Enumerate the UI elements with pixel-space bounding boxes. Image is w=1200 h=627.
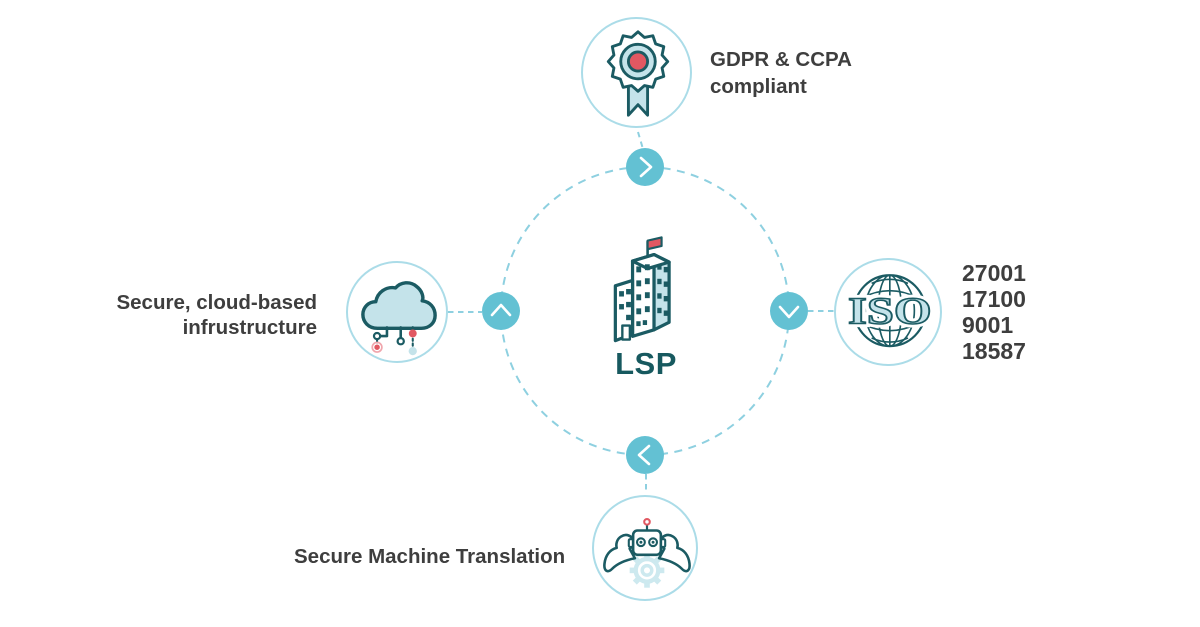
iso-standard-item: 17100 — [962, 286, 1026, 312]
iso-standard-item: 27001 — [962, 260, 1026, 286]
iso-globe-text: ISO — [848, 290, 932, 332]
connector-line-top — [637, 131, 644, 150]
rotate-arrow-top[interactable] — [626, 148, 664, 186]
node-circle-machine-translation — [592, 495, 698, 601]
rotate-arrow-right[interactable] — [770, 292, 808, 330]
iso-globe-text-halo: ISO — [848, 290, 932, 332]
cloud-label: Secure, cloud-based infrustructure — [37, 290, 317, 340]
iso-standard-item: 9001 — [962, 312, 1014, 338]
building-flag-icon — [613, 236, 671, 343]
compliance-label-line2: compliant — [710, 75, 807, 98]
machine-translation-label: Secure Machine Translation — [294, 545, 566, 568]
iso-standards-list: 27001 17100 9001 18587 — [962, 260, 1026, 364]
chevron-right-icon — [639, 156, 653, 178]
compliance-label-line1: GDPR & CCPA — [710, 48, 852, 71]
center-label: LSP — [615, 346, 677, 381]
secure-cloud-icon — [361, 281, 437, 356]
award-ribbon-icon — [606, 30, 670, 117]
iso-globe-icon: ISO ISO — [844, 274, 935, 348]
cloud-label-line2: infrustructure — [182, 316, 317, 339]
chevron-down-icon — [778, 305, 800, 319]
node-circle-iso: ISO ISO — [834, 258, 942, 366]
rotate-arrow-left[interactable] — [482, 292, 520, 330]
robot-strength-icon — [603, 518, 691, 588]
rotate-arrow-bottom[interactable] — [626, 436, 664, 474]
node-circle-cloud — [346, 261, 448, 363]
node-circle-compliance — [581, 17, 692, 128]
compliance-label: GDPR & CCPA compliant — [710, 46, 852, 100]
chevron-up-icon — [490, 303, 512, 317]
chevron-left-icon — [637, 444, 651, 466]
iso-standard-item: 18587 — [962, 338, 1026, 364]
cloud-label-line1: Secure, cloud-based — [116, 291, 317, 314]
